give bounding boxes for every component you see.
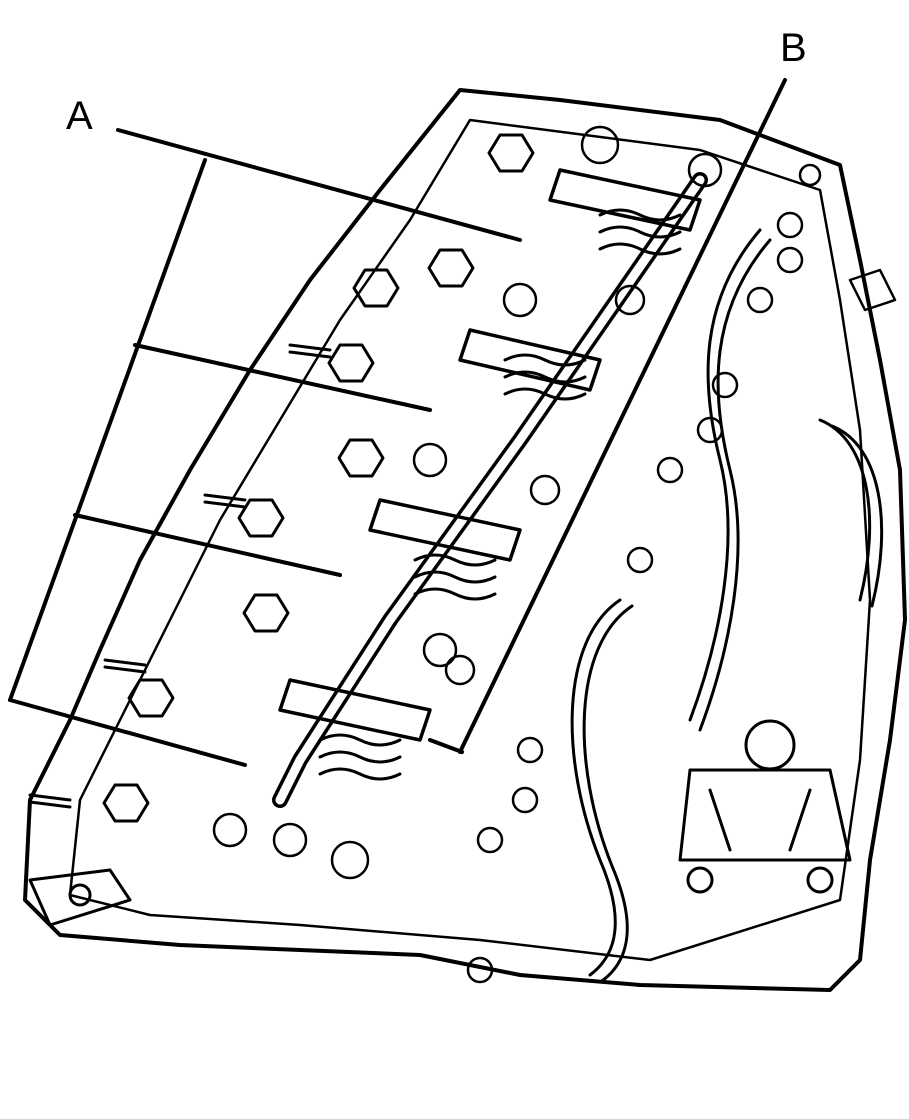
lifting-bracket [28, 868, 132, 927]
rocker-shaft-highlight [275, 175, 705, 805]
head-deck-contour [68, 118, 872, 962]
callout-a-leader [8, 128, 522, 767]
bolt-washers [212, 125, 723, 880]
right-fittings [466, 163, 897, 984]
rocker-arms [278, 168, 702, 742]
injection-pump [678, 719, 852, 894]
head-bolts-left [102, 133, 535, 823]
callout-label-a: A [66, 94, 93, 138]
fuel-lines [570, 228, 884, 983]
callout-label-b: B [780, 26, 807, 70]
head-studs [28, 343, 332, 809]
valve-springs [318, 208, 682, 781]
callout-b-leader [428, 78, 787, 754]
